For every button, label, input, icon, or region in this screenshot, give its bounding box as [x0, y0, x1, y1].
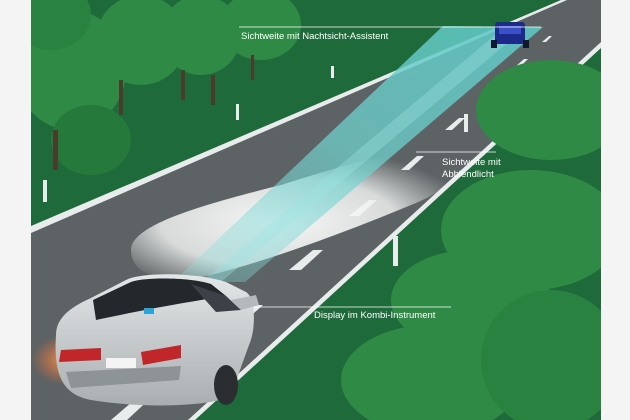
- label-display: Display im Kombi-Instrument: [314, 310, 436, 321]
- trees-right: [341, 60, 601, 420]
- car: [55, 274, 259, 406]
- label-low-beam-range: Sichtweite mit Abblendlicht: [442, 157, 501, 181]
- distant-vehicle: [491, 22, 529, 48]
- label-night-vision-range: Sichtweite mit Nachtsicht-Assistent: [241, 31, 389, 42]
- guide-posts: [43, 66, 468, 266]
- night-vision-beam: [173, 26, 543, 282]
- trees-left: [31, 0, 301, 175]
- rear-window-display: [144, 308, 154, 314]
- license-plate: [106, 358, 136, 368]
- night-vision-diagram: [31, 0, 601, 420]
- tree-trunks: [53, 55, 254, 170]
- night-vision-beam-core: [201, 30, 511, 282]
- label-low-beam-line2: Abblendlicht: [442, 169, 494, 180]
- label-low-beam-line1: Sichtweite mit: [442, 157, 501, 168]
